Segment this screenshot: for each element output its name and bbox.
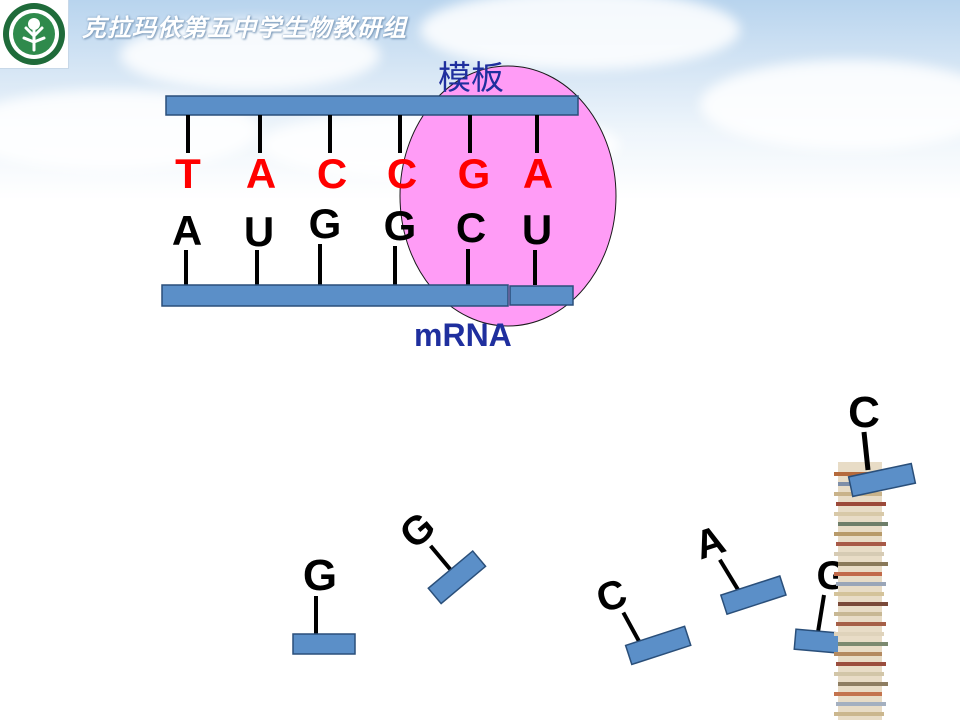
mrna-connectors xyxy=(184,244,537,285)
free-nucleotide-base: A xyxy=(690,518,731,569)
mrna-base: U xyxy=(244,208,274,255)
free-nucleotide: G xyxy=(292,551,356,655)
page-title: 克拉玛依第五中学生物教研组 xyxy=(82,13,407,42)
mrna-base: A xyxy=(172,207,202,254)
free-nucleotide: C xyxy=(591,571,692,666)
mrna-base: C xyxy=(456,204,486,251)
template-connectors xyxy=(186,115,539,153)
template-base: A xyxy=(523,150,553,197)
free-nucleotide: A xyxy=(690,518,787,616)
template-base: G xyxy=(458,150,491,197)
template-label: 模板 xyxy=(438,58,504,97)
mrna-strand-bar xyxy=(161,284,509,307)
template-base: C xyxy=(387,150,417,197)
book-stack-illustration xyxy=(834,462,888,720)
free-nucleotide-base: G xyxy=(303,551,337,600)
mrna-base: U xyxy=(522,206,552,253)
free-nucleotide: G xyxy=(392,504,487,605)
template-strand-bar xyxy=(165,95,579,116)
template-base: A xyxy=(246,150,276,197)
mrna-base: G xyxy=(309,200,342,247)
mrna-label: mRNA xyxy=(414,317,512,353)
mrna-base: G xyxy=(384,202,417,249)
polymerase-bubble xyxy=(399,65,617,327)
mrna-strand-bar-segment xyxy=(509,285,574,306)
free-nucleotide-base: C xyxy=(848,388,880,437)
template-base: T xyxy=(175,150,201,197)
free-nucleotide: C xyxy=(847,388,917,498)
template-base: C xyxy=(317,150,347,197)
school-logo xyxy=(0,0,69,69)
